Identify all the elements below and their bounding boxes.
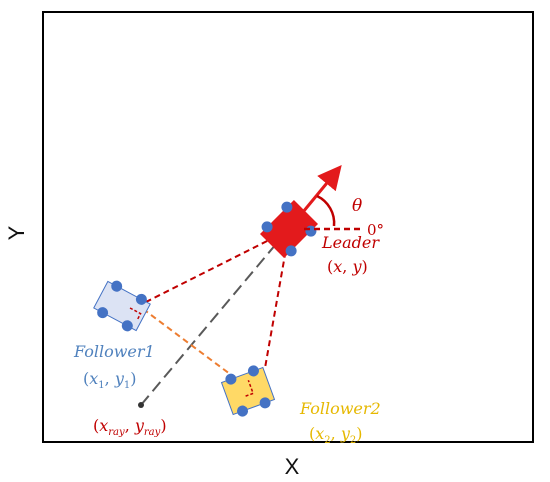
wheel-icon <box>111 280 123 292</box>
leader-follower1-link <box>135 231 286 308</box>
follower2-label: Follower2 <box>299 399 381 418</box>
follower1-label: Follower1 <box>73 342 155 361</box>
wheel-icon <box>121 320 133 332</box>
follower1-body <box>93 280 151 332</box>
x-axis-label: X <box>285 454 300 479</box>
theta-label: θ <box>352 196 362 216</box>
wheel-icon <box>237 405 249 417</box>
wheel-icon <box>247 365 259 377</box>
wheel-icon <box>225 373 237 385</box>
follower1-robot <box>93 280 151 332</box>
wheel-icon <box>135 293 147 305</box>
leader-position: (x, y) <box>327 257 368 276</box>
leader-heading-arrow <box>287 165 342 230</box>
leader-label: Leader <box>321 233 380 252</box>
wheel-icon <box>97 307 109 319</box>
wheel-icon <box>285 245 297 257</box>
zero-degree-label: 0° <box>367 221 384 239</box>
wheel-icon <box>281 201 293 213</box>
follower2-heading-marker <box>245 379 255 397</box>
follower2-position: (x2, y2) <box>309 424 363 446</box>
follower1-position: (x1, y1) <box>83 369 137 391</box>
y-axis-label: Y <box>4 225 29 240</box>
wheel-icon <box>259 397 271 409</box>
wheel-icon <box>261 221 273 233</box>
ray-line <box>140 224 293 406</box>
ray-point <box>138 402 144 408</box>
ray-point-label: (xray, yray) <box>93 416 167 438</box>
follower1-heading-marker <box>129 307 142 322</box>
theta-angle-arc <box>316 194 336 227</box>
follower2-robot <box>220 365 276 417</box>
